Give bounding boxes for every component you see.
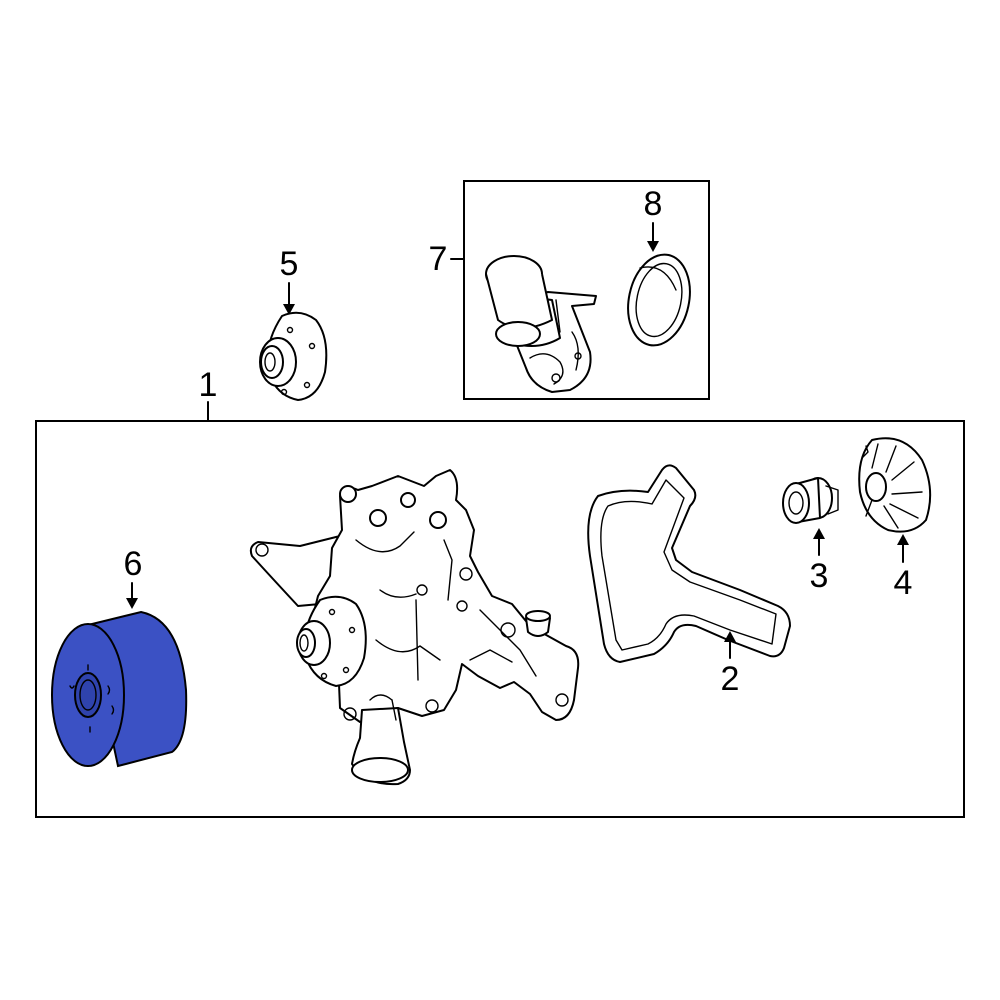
callout-6-arrowhead bbox=[126, 598, 138, 609]
part-8-seal[interactable] bbox=[620, 249, 698, 351]
assembly-box-7 bbox=[463, 180, 710, 400]
callout-7-label: 7 bbox=[429, 240, 448, 278]
part-2-gasket[interactable] bbox=[587, 464, 791, 663]
callout-8-arrowhead bbox=[647, 241, 659, 252]
callout-8-label: 8 bbox=[644, 185, 663, 223]
callout-4-arrowhead bbox=[897, 534, 909, 545]
callout-6[interactable]: 6 bbox=[124, 545, 143, 609]
callout-2[interactable]: 2 bbox=[721, 631, 740, 698]
callout-5-label: 5 bbox=[280, 245, 299, 283]
callout-6-label: 6 bbox=[124, 545, 143, 583]
callout-1[interactable]: 1 bbox=[199, 366, 218, 422]
part-6-pulley[interactable] bbox=[51, 610, 188, 768]
callout-7[interactable]: 7 bbox=[429, 240, 465, 278]
part-3-plug[interactable] bbox=[782, 477, 839, 524]
callout-3[interactable]: 3 bbox=[810, 528, 829, 595]
callout-5-arrowhead bbox=[283, 304, 295, 315]
callout-2-label: 2 bbox=[721, 660, 740, 698]
callout-1-label: 1 bbox=[199, 366, 218, 404]
callout-2-arrowhead bbox=[724, 631, 736, 642]
callout-8[interactable]: 8 bbox=[644, 185, 663, 252]
water-pump-body[interactable] bbox=[249, 469, 580, 786]
assembly-box-1 bbox=[35, 420, 965, 818]
callout-4[interactable]: 4 bbox=[894, 534, 913, 602]
part-7-housing[interactable] bbox=[485, 255, 597, 393]
part-4-impeller[interactable] bbox=[858, 437, 932, 533]
callout-5[interactable]: 5 bbox=[280, 245, 299, 315]
callout-3-label: 3 bbox=[810, 557, 829, 595]
callout-3-arrowhead bbox=[813, 528, 825, 539]
callout-4-label: 4 bbox=[894, 564, 913, 602]
part-5-flange[interactable] bbox=[259, 311, 328, 401]
